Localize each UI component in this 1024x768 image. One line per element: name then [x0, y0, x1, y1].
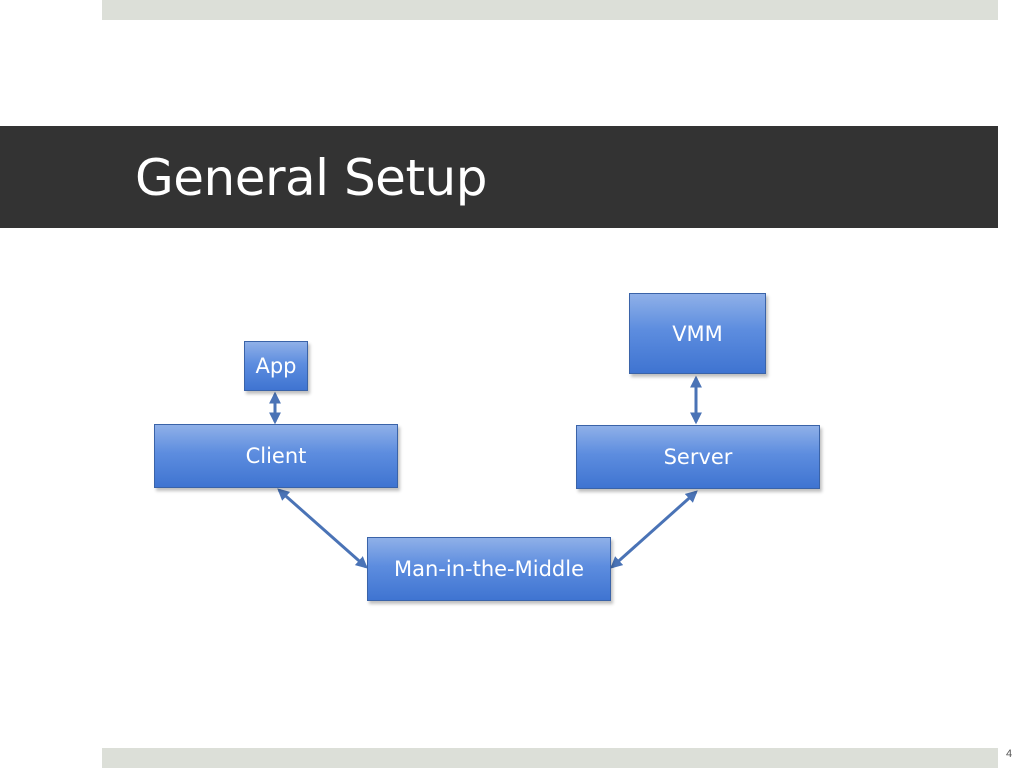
top-decor-band	[102, 0, 998, 20]
title-bar: General Setup	[0, 126, 998, 228]
node-vmm-label: VMM	[672, 321, 723, 346]
node-mitm-label: Man-in-the-Middle	[393, 557, 584, 581]
node-app: App	[244, 341, 308, 391]
bottom-decor-band	[102, 748, 998, 768]
arrow-client-mitm	[277, 488, 368, 569]
node-server: Server	[576, 425, 820, 489]
node-app-label: App	[255, 354, 297, 378]
page-number: 4	[1006, 748, 1013, 760]
node-client-label: Client	[245, 444, 307, 468]
node-man-in-the-middle: Man-in-the-Middle	[367, 537, 611, 601]
node-vmm: VMM	[629, 293, 766, 374]
node-server-label: Server	[663, 445, 733, 469]
slide-title: General Setup	[135, 149, 487, 207]
arrow-server-mitm	[610, 490, 698, 569]
node-client: Client	[154, 424, 398, 488]
